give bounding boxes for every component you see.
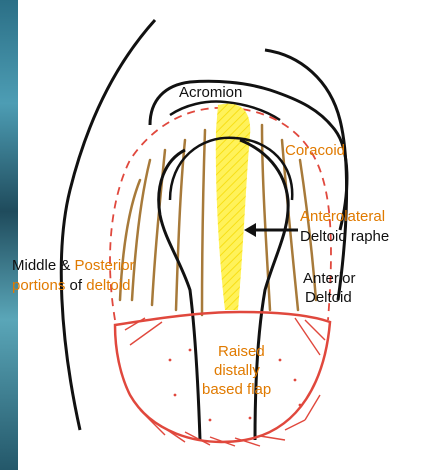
label-middle: Middle & <box>12 257 75 274</box>
humerus-outline <box>159 150 200 440</box>
label-portions-of-deltoid: portions of deltoid <box>12 277 130 295</box>
label-posterior: Posterior <box>75 257 135 274</box>
label-distally: distally <box>214 362 260 380</box>
label-raised: Raised <box>218 343 265 361</box>
label-coracoid: Coracoid <box>285 142 345 160</box>
label-acromion: Acromion <box>179 84 242 102</box>
label-middle-posterior: Middle & Posterior <box>12 257 135 275</box>
label-anterolateral: Anterolateral <box>300 208 385 226</box>
label-portions: portions <box>12 277 65 294</box>
label-anterior: Anterior <box>303 270 356 288</box>
raphe-hatch <box>216 104 250 310</box>
label-deltoid-word: deltoid <box>86 277 130 294</box>
label-deltoid-raphe: Deltoid raphe <box>300 228 389 246</box>
label-anterior-deltoid: Deltoid <box>305 289 352 307</box>
label-based-flap: based flap <box>202 381 271 399</box>
chest-outline <box>265 50 347 300</box>
label-of: of <box>65 277 86 294</box>
skin-outline <box>61 20 155 430</box>
